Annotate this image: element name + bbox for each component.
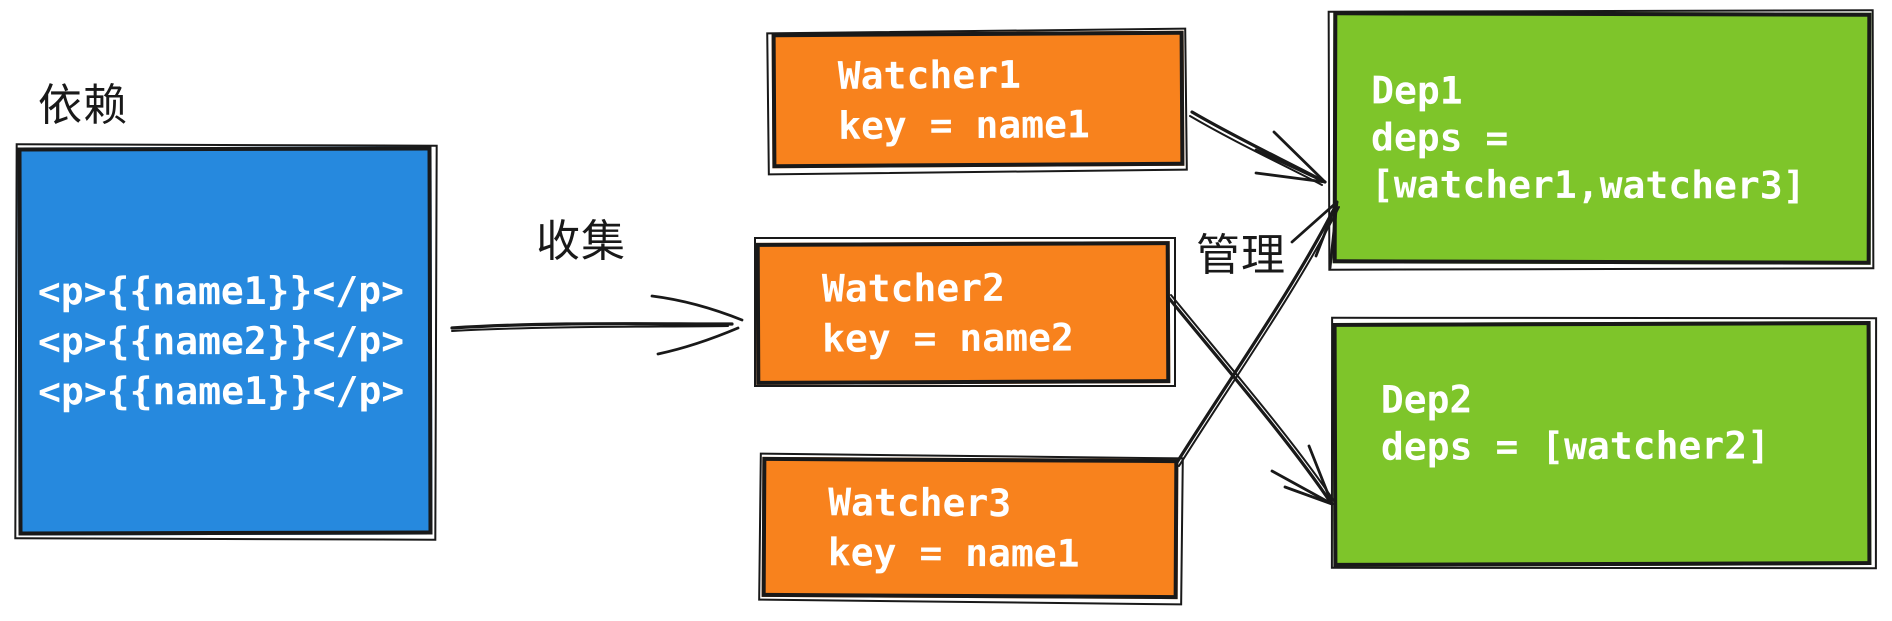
arrowhead [1307,444,1334,506]
watcher-key: key = name1 [838,101,1090,148]
watcher1-node: Watcher1 key = name1 [771,30,1185,169]
arrowhead [1272,130,1327,184]
watcher-key: key = name1 [827,530,1080,576]
dependency-label: 依赖 [38,80,128,131]
dep1-node: Dep1 deps = [watcher1,watcher3] [1332,11,1872,265]
watcher-key: key = name2 [822,315,1074,361]
dep-deps-line: deps = [1370,114,1509,160]
arrow-watcher1-to-dep1 [1189,110,1327,186]
watcher-title: Watcher1 [837,52,1022,98]
arrow-stroke [1190,110,1327,184]
collect-label: 收集 [536,216,626,267]
arrowhead [1283,485,1334,506]
arrowhead [1254,171,1327,184]
watcher2-node: Watcher2 key = name2 [755,241,1171,385]
dep-title: Dep2 [1380,377,1473,422]
arrowhead [1290,200,1339,244]
dep-deps-line: deps = [watcher2] [1380,423,1771,469]
arrow-stroke [1189,115,1323,186]
arrow-stroke [1166,295,1333,505]
dep-deps-line: [watcher1,watcher3] [1370,161,1806,208]
arrow-stroke [451,325,729,332]
manage-label: 管理 [1196,230,1286,281]
arrowhead [650,294,744,322]
arrowhead [656,326,740,356]
template-code-line: <p>{{name2}}</p> [37,318,405,364]
arrow-watcher2-to-dep2 [1166,294,1335,506]
template-code-line: <p>{{name1}}</p> [38,368,405,414]
template-code-line: <p>{{name1}}</p> [37,268,404,314]
watcher-title: Watcher2 [821,265,1006,311]
arrow-stroke [1170,294,1335,502]
arrowhead [1254,148,1327,184]
arrowhead [1270,469,1334,506]
watcher3-node: Watcher3 key = name1 [761,456,1179,600]
watcher-title: Watcher3 [828,480,1012,526]
arrow-stroke [450,322,734,330]
dep-title: Dep1 [1371,67,1463,113]
collect-arrow [450,294,744,356]
template-node: <p>{{name1}}</p> <p>{{name2}}</p> <p>{{n… [17,146,433,536]
dep2-node: Dep2 deps = [watcher2] [1332,321,1872,567]
